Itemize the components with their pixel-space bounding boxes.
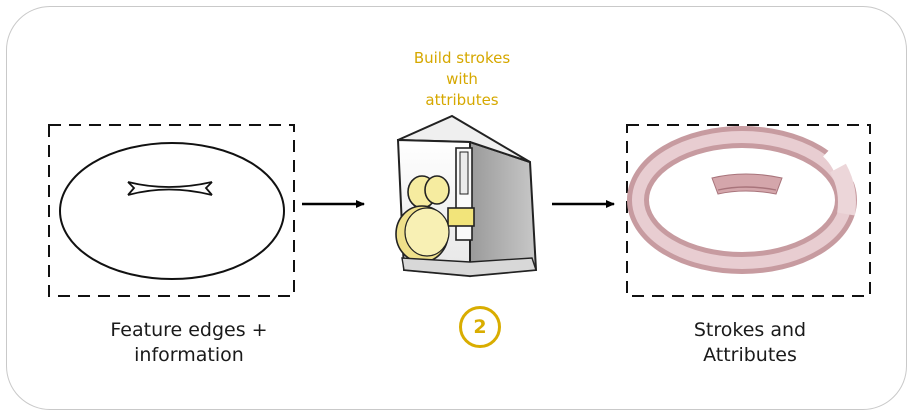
input-caption: Feature edges + information [94, 318, 284, 368]
machine-icon [395, 114, 538, 278]
process-step-label: Build strokes with attributes [380, 48, 544, 111]
strokes-ring [627, 126, 863, 274]
diagram-frame [6, 6, 907, 410]
inner-feature-curve [127, 181, 213, 196]
output-panel-dashed-box [626, 124, 871, 297]
process-label-line3: attributes [425, 91, 499, 109]
inner-stroke-shape [711, 173, 783, 195]
output-caption-line2: Attributes [703, 344, 797, 366]
input-panel-dashed-box [48, 124, 295, 297]
input-caption-line1: Feature edges + [110, 319, 268, 341]
process-label-line1: Build strokes [413, 49, 511, 67]
output-caption-line1: Strokes and [693, 319, 807, 341]
output-panel [626, 124, 871, 297]
output-caption: Strokes and Attributes [650, 318, 850, 368]
feature-edges-ellipse [59, 142, 285, 280]
step-number-badge: 2 [459, 306, 501, 348]
process-label-line2: with [446, 70, 478, 88]
input-caption-line2: information [134, 344, 244, 366]
input-panel [48, 124, 295, 297]
